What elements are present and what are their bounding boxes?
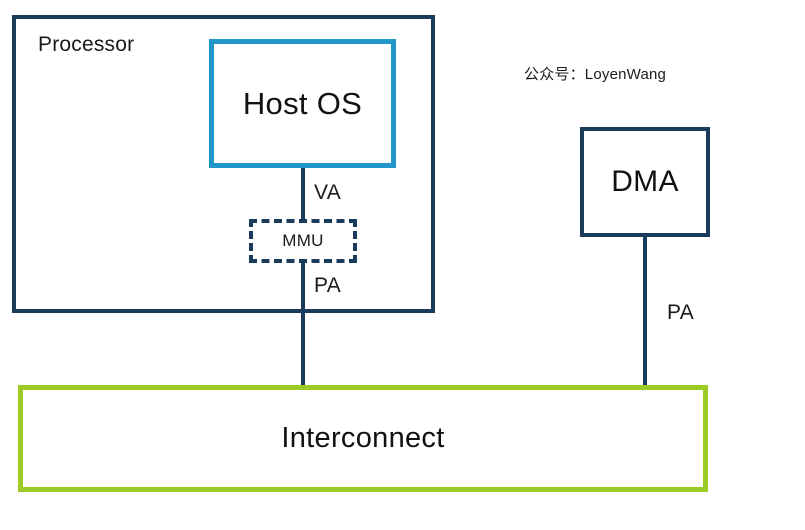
edge-label-pa-dma: PA [667,301,695,324]
edge-label-pa-processor: PA [314,274,342,297]
host-os-label: Host OS [242,85,363,121]
processor-label: Processor [38,33,135,56]
dma-label: DMA [611,165,679,198]
watermark-text: 公众号：LoyenWang [524,66,667,83]
host-os-block: Host OS [209,39,396,168]
edge-host-os-to-mmu [301,166,305,224]
edge-label-va: VA [314,181,342,204]
edge-dma-to-interconnect [643,234,647,390]
edge-mmu-to-interconnect [301,258,305,390]
interconnect-block: Interconnect [18,385,708,492]
interconnect-label: Interconnect [281,422,445,454]
mmu-label: MMU [279,231,327,251]
dma-block: DMA [580,127,710,237]
mmu-block: MMU [249,219,357,263]
